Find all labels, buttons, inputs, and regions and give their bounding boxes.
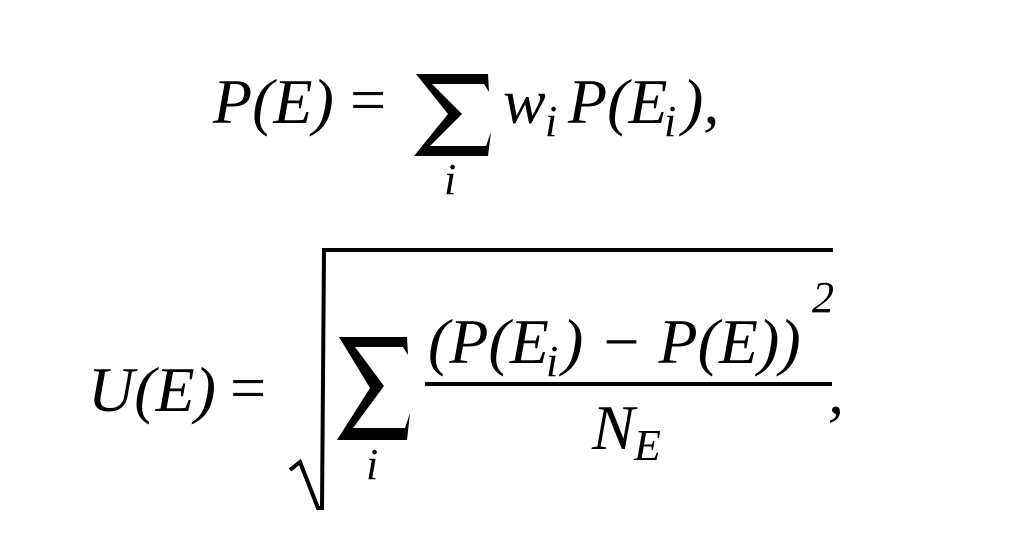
eq2-equals: =: [230, 352, 267, 423]
summation-sign-2: [337, 337, 410, 440]
eq1-sum-index: i: [444, 155, 457, 204]
eq2-denominator-sub: E: [634, 421, 661, 470]
eq2-numerator-power: 2: [812, 273, 834, 322]
eq1-term-sub: i: [664, 97, 677, 146]
eq2-sum-index: i: [366, 440, 379, 489]
eq1-lhs: P(E): [213, 66, 334, 137]
eq1-term: P(E: [568, 66, 668, 137]
summation-sign-1: [414, 74, 491, 156]
radical-sign: [288, 248, 833, 510]
eq1-weight-sub: i: [545, 97, 558, 146]
eq2-numerator-sub: i: [546, 337, 559, 386]
eq2-numerator-rest: ) − P(E)): [562, 306, 801, 377]
eq1-term-close: ),: [682, 66, 720, 137]
eq2-denominator: N: [592, 392, 635, 463]
eq1-weight: w: [503, 66, 546, 137]
eq2-trailing-comma: ,: [828, 356, 844, 427]
eq2-lhs: U(E): [88, 354, 216, 425]
eq1-equals: =: [350, 64, 387, 135]
eq2-numerator-open: (P(E: [428, 306, 549, 377]
